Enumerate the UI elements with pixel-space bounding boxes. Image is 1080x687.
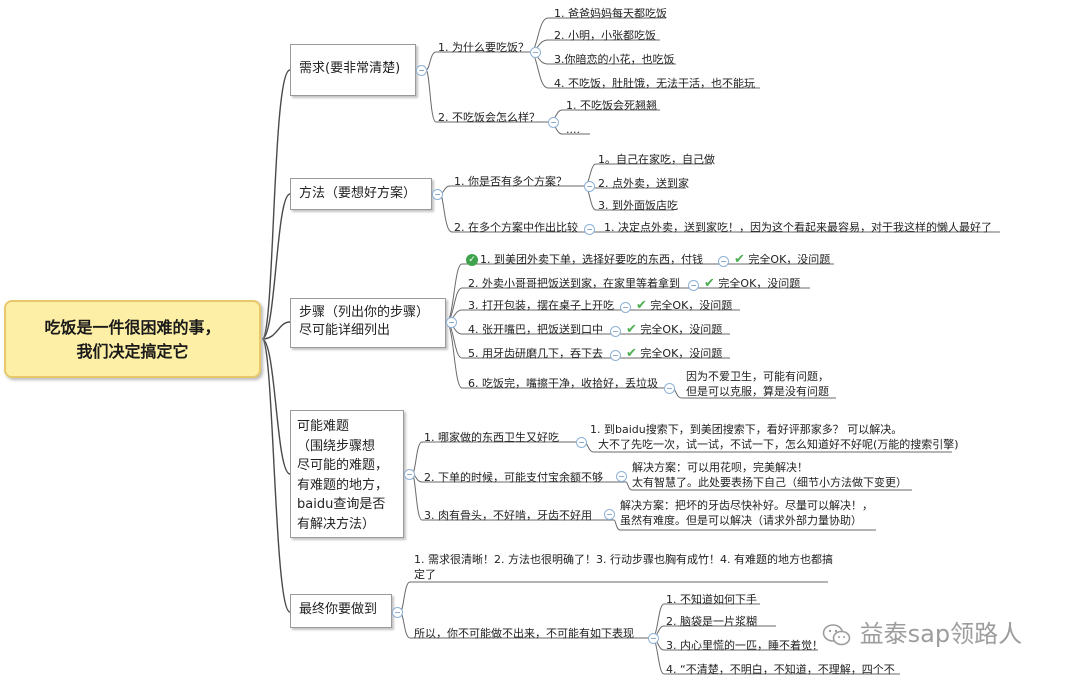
topic-final[interactable]: 最终你要做到 bbox=[290, 594, 392, 628]
topic-difficulty-line: 有难题的地方， bbox=[297, 477, 389, 493]
method-q1[interactable]: 1. 你是否有多个方案？ bbox=[454, 175, 567, 188]
difficulty-problem[interactable]: 3. 肉有骨头，不好啃，牙齿不好用 bbox=[424, 509, 592, 522]
collapse-toggle-icon[interactable]: − bbox=[718, 256, 729, 267]
step-item[interactable]: ✓1. 到美团外卖下单，选择好要吃的东西，付钱 bbox=[466, 252, 703, 267]
collapse-toggle-icon[interactable]: − bbox=[610, 350, 621, 361]
root-topic-line2: 我们决定搞定它 bbox=[76, 342, 189, 361]
topic-difficulty-line: baidu查询是否 bbox=[297, 497, 386, 512]
needs-q2-item[interactable]: 1. 不吃饭会死翘翘 bbox=[566, 99, 657, 112]
collapse-toggle-icon[interactable]: − bbox=[604, 509, 615, 520]
step-item[interactable]: 6. 吃饭完，嘴擦干净，收拾好，丢垃圾 bbox=[468, 377, 658, 390]
step-status[interactable]: ✔ 完全OK，没问题 bbox=[636, 298, 733, 313]
checkmark-icon: ✔ bbox=[636, 298, 647, 313]
collapse-toggle-icon[interactable]: − bbox=[584, 181, 595, 192]
root-topic[interactable]: 吃饭是一件很困难的事， 我们决定搞定它 bbox=[4, 300, 261, 378]
topic-needs[interactable]: 需求(要非常清楚) bbox=[290, 44, 416, 96]
method-q1-item[interactable]: 3. 到外面饭店吃 bbox=[598, 199, 678, 212]
step-status[interactable]: ✔ 完全OK，没问题 bbox=[734, 252, 831, 267]
final-so-item[interactable]: 3. 内心里慌的一匹，睡不着觉！ bbox=[666, 639, 823, 652]
needs-q2-item[interactable]: .... bbox=[566, 123, 580, 136]
final-so-item[interactable]: 1. 不知道如何下手 bbox=[666, 593, 757, 606]
collapse-toggle-icon[interactable]: − bbox=[432, 189, 443, 200]
done-check-icon: ✓ bbox=[466, 254, 478, 266]
difficulty-problem[interactable]: 1. 哪家做的东西卫生又好吃 bbox=[424, 431, 559, 444]
watermark: 益泰sap领路人 bbox=[822, 614, 1022, 649]
final-so[interactable]: 所以，你不可能做不出来，不可能有如下表现 bbox=[414, 627, 634, 640]
collapse-toggle-icon[interactable]: − bbox=[620, 302, 631, 313]
topic-steps[interactable]: 步骤（列出你的步骤） 尽可能详细列出 bbox=[290, 298, 446, 348]
final-so-item[interactable]: 2. 脑袋是一片浆糊 bbox=[666, 615, 757, 628]
collapse-toggle-icon[interactable]: − bbox=[392, 607, 403, 618]
step-item[interactable]: 2. 外卖小哥哥把饭送到家，在家里等着拿到 bbox=[468, 277, 680, 290]
collapse-toggle-icon[interactable]: − bbox=[416, 65, 427, 76]
collapse-toggle-icon[interactable]: − bbox=[584, 224, 595, 235]
needs-q1-item[interactable]: 2. 小明，小张都吃饭 bbox=[554, 29, 656, 42]
difficulty-solution[interactable]: 解决方案：把坏的牙齿尽快补好。尽量可以解决！， 虽然有难度。但是可以解决（请求外… bbox=[620, 499, 873, 527]
topic-difficulty-line: 尽可能的难题， bbox=[297, 458, 389, 473]
step-item[interactable]: 5. 用牙齿研磨几下，吞下去 bbox=[468, 347, 603, 360]
needs-q2[interactable]: 2. 不吃饭会怎么样？ bbox=[438, 111, 540, 124]
step-status[interactable]: ✔ 完全OK，没问题 bbox=[626, 322, 723, 337]
collapse-toggle-icon[interactable]: − bbox=[576, 437, 587, 448]
needs-q1[interactable]: 1. 为什么要吃饭？ bbox=[438, 41, 529, 54]
topic-final-label: 最终你要做到 bbox=[299, 602, 378, 617]
collapse-toggle-icon[interactable]: − bbox=[648, 633, 659, 644]
difficulty-solution[interactable]: 1. 到baidu搜索下，到美团搜索下，看好评那家多？ 可以解决。 大不了先吃一… bbox=[590, 423, 959, 451]
needs-q1-item[interactable]: 4. 不吃饭，肚肚饿，无法干活，也不能玩 bbox=[554, 77, 755, 90]
topic-difficulty[interactable]: 可能难题 （围绕步骤想 尽可能的难题， 有难题的地方， baidu查询是否 有解… bbox=[290, 410, 404, 538]
checkmark-icon: ✔ bbox=[704, 276, 715, 291]
topic-needs-label: 需求(要非常清楚) bbox=[299, 61, 401, 76]
step-6-note[interactable]: 因为不爱卫生，可能有问题， 但是可以克服，算是没有问题 bbox=[686, 370, 829, 398]
needs-q1-item[interactable]: 1. 爸爸妈妈每天都吃饭 bbox=[554, 7, 667, 20]
method-q2-answer[interactable]: 1. 决定点外卖，送到家吃！，因为这个看起来最容易，对于我这样的懒人最好了 bbox=[604, 221, 992, 234]
topic-difficulty-line: 有解决方法） bbox=[297, 516, 376, 532]
step-item[interactable]: 4. 张开嘴巴，把饭送到口中 bbox=[468, 323, 603, 336]
final-so-item[interactable]: 4. “不清楚，不明白，不知道，不理解，四个不 bbox=[666, 663, 895, 676]
root-topic-line1: 吃饭是一件很困难的事， bbox=[44, 318, 221, 337]
checkmark-icon: ✔ bbox=[626, 322, 637, 337]
final-summary[interactable]: 1. 需求很清晰！2. 方法也很明确了！3. 行动步骤也胸有成竹！4. 有难题的… bbox=[414, 553, 833, 581]
collapse-toggle-icon[interactable]: − bbox=[446, 317, 457, 328]
checkmark-icon: ✔ bbox=[734, 252, 745, 267]
method-q1-item[interactable]: 2. 点外卖，送到家 bbox=[598, 177, 689, 190]
difficulty-problem[interactable]: 2. 下单的时候，可能支付宝余额不够 bbox=[424, 471, 603, 484]
step-status[interactable]: ✔ 完全OK，没问题 bbox=[626, 346, 723, 361]
topic-difficulty-line: （围绕步骤想 bbox=[297, 438, 376, 454]
wechat-logo-icon bbox=[822, 624, 851, 646]
step-item[interactable]: 3. 打开包装，摆在桌子上开吃 bbox=[468, 299, 614, 312]
step-status[interactable]: ✔ 完全OK，没问题 bbox=[704, 276, 801, 291]
topic-method[interactable]: 方法（要想好方案） bbox=[290, 178, 432, 210]
topic-method-label: 方法（要想好方案） bbox=[299, 186, 417, 201]
collapse-toggle-icon[interactable]: − bbox=[688, 280, 699, 291]
watermark-text: 益泰sap领路人 bbox=[859, 620, 1023, 648]
method-q2[interactable]: 2. 在多个方案中作出比较 bbox=[454, 221, 578, 234]
topic-steps-line2: 尽可能详细列出 bbox=[299, 323, 391, 338]
collapse-toggle-icon[interactable]: − bbox=[548, 117, 559, 128]
collapse-toggle-icon[interactable]: − bbox=[530, 47, 541, 58]
collapse-toggle-icon[interactable]: − bbox=[664, 383, 675, 394]
topic-difficulty-line: 可能难题 bbox=[297, 419, 350, 434]
checkmark-icon: ✔ bbox=[626, 346, 637, 361]
needs-q1-item[interactable]: 3.你暗恋的小花，也吃饭 bbox=[554, 53, 675, 66]
method-q1-item[interactable]: 1。自己在家吃，自己做 bbox=[598, 153, 715, 166]
difficulty-solution[interactable]: 解决方案：可以用花呗，完美解决！ 太有智慧了。此处要表扬下自己（细节小方法做下变… bbox=[632, 461, 907, 489]
collapse-toggle-icon[interactable]: − bbox=[616, 471, 627, 482]
topic-steps-line1: 步骤（列出你的步骤） bbox=[299, 305, 430, 320]
collapse-toggle-icon[interactable]: − bbox=[404, 469, 415, 480]
collapse-toggle-icon[interactable]: − bbox=[610, 326, 621, 337]
